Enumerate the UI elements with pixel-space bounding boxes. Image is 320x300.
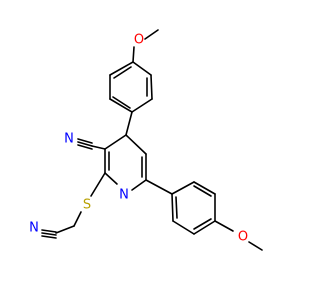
- bond: [193, 218, 212, 230]
- bond: [90, 172, 106, 197]
- molecule-structure: O N N S N O: [29, 29, 263, 251]
- bond: [104, 134, 127, 150]
- nitrogen-label: N: [64, 132, 74, 147]
- bond: [214, 220, 234, 232]
- nitrogen-label: N: [119, 188, 129, 203]
- bond: [193, 181, 216, 195]
- bond: [109, 61, 134, 76]
- bond: [112, 96, 131, 109]
- bond: [193, 220, 216, 235]
- molecule-canvas: O N N S N O: [29, 29, 263, 251]
- bond: [91, 145, 106, 150]
- bond: [171, 193, 174, 222]
- bond: [104, 172, 118, 185]
- bond: [145, 179, 173, 195]
- bond: [132, 61, 152, 76]
- bond: [77, 144, 93, 150]
- bond: [73, 211, 82, 227]
- bond: [131, 98, 153, 113]
- bond: [41, 229, 57, 233]
- bond: [132, 46, 135, 63]
- bond: [125, 134, 147, 155]
- bond: [248, 241, 263, 251]
- bond: [55, 225, 75, 234]
- bond: [41, 235, 57, 239]
- oxygen-label: O: [238, 230, 248, 245]
- bond: [171, 181, 195, 195]
- bond: [193, 185, 212, 197]
- bond: [125, 111, 133, 136]
- bond: [131, 179, 147, 191]
- bond: [109, 98, 133, 113]
- bond: [41, 232, 57, 236]
- bond: [77, 138, 93, 144]
- bond: [113, 66, 132, 79]
- oxygen-label: O: [134, 33, 144, 48]
- bond: [77, 141, 93, 147]
- nitrogen-label: N: [29, 221, 39, 236]
- bond: [172, 220, 195, 235]
- sulfur-label: S: [83, 198, 91, 213]
- bond: [175, 196, 178, 219]
- bond: [144, 29, 159, 40]
- bond: [150, 74, 153, 100]
